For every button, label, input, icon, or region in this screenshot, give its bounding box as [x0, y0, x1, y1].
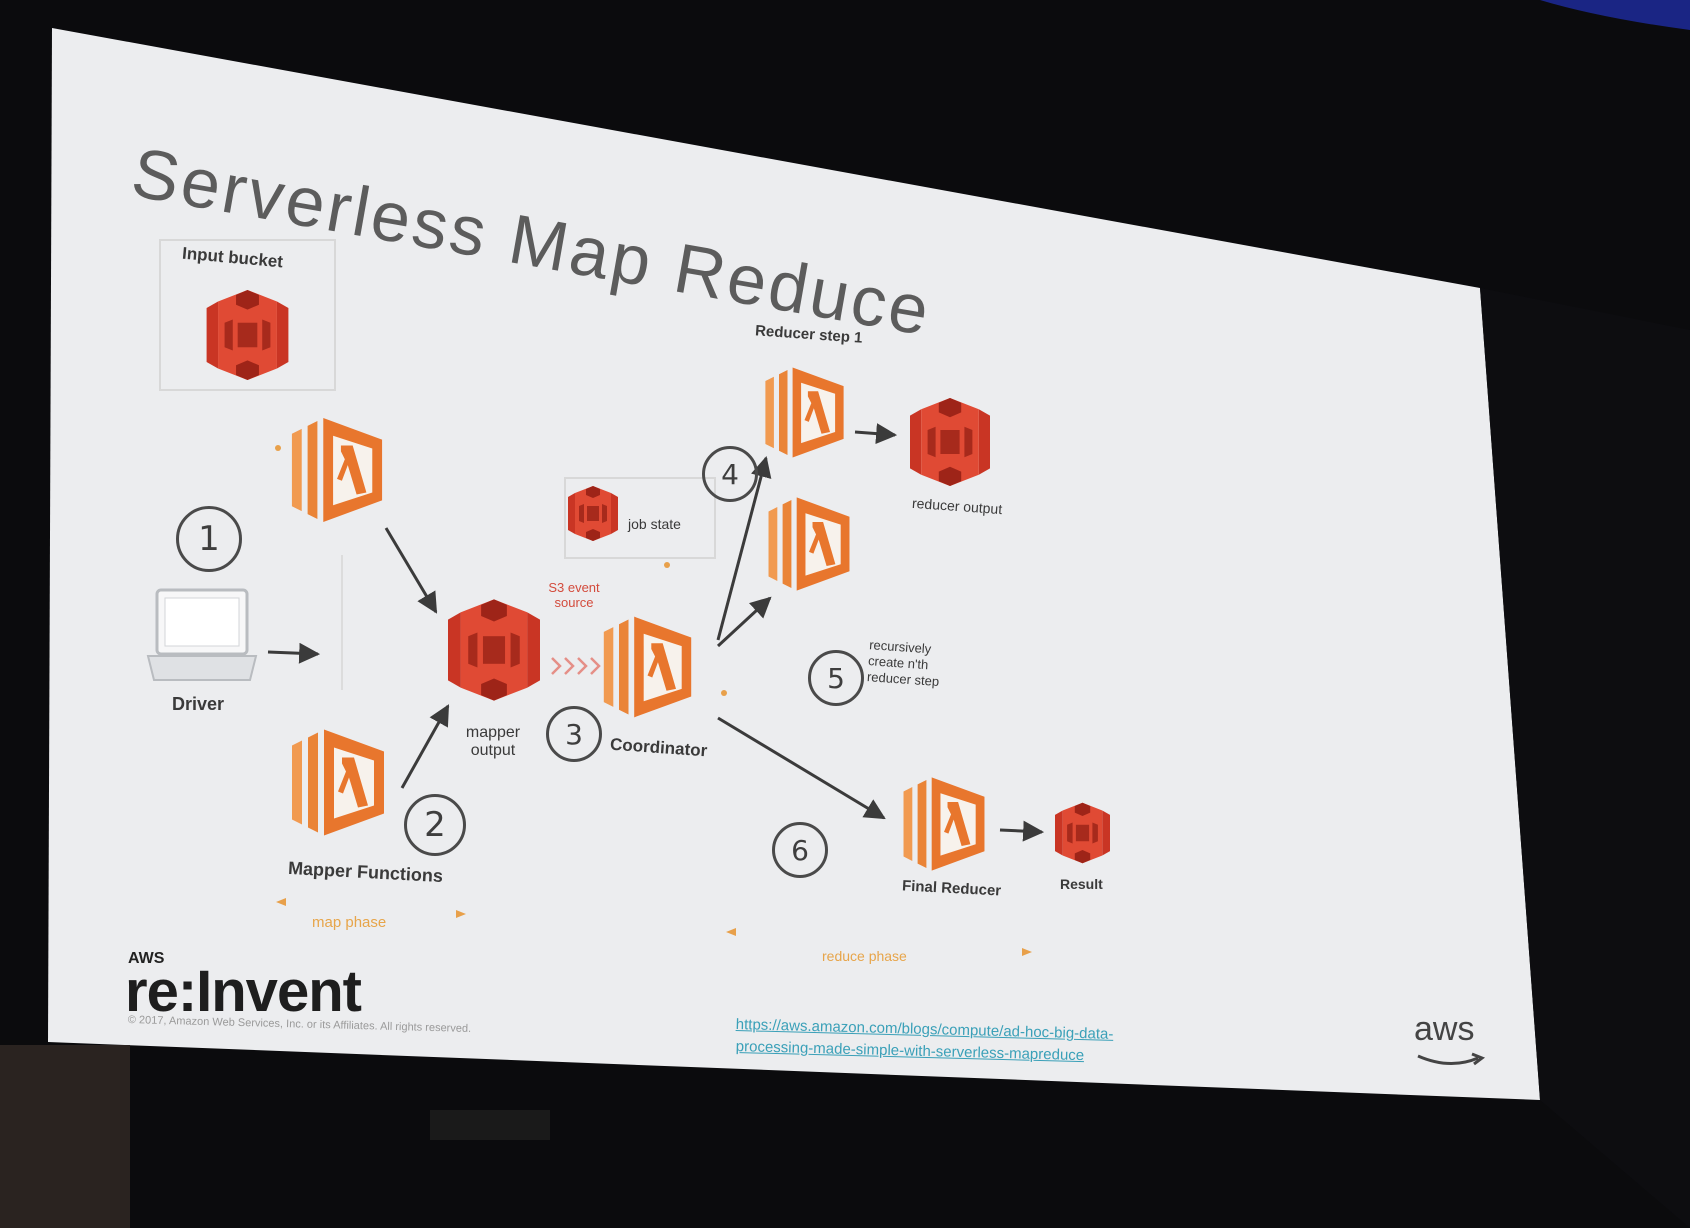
job-state-label: job state: [628, 516, 681, 532]
s3-bucket-icon: [568, 486, 618, 541]
aws-small-label: AWS: [128, 950, 165, 967]
aws-logo: aws: [1414, 1010, 1475, 1048]
laptop-icon: [146, 588, 258, 681]
step-1-circle: 1: [176, 506, 242, 572]
step-3-circle: 3: [546, 706, 602, 762]
step-2-circle: 2: [404, 794, 466, 856]
step-4-circle: 4: [702, 446, 758, 502]
input-bucket-panel: [159, 239, 336, 391]
s3-bucket-icon: [448, 599, 540, 701]
result-label: Result: [1060, 876, 1103, 892]
driver-label: Driver: [172, 694, 225, 714]
recursive-note: recursively create n'th reducer step: [866, 637, 940, 690]
s3-event-source-label: S3 event source: [548, 580, 600, 610]
reinvent-logo: re:Invent: [125, 959, 362, 1024]
phase-markers: [275, 445, 1032, 956]
event-chevrons: [551, 657, 601, 675]
arrows: [267, 423, 1045, 842]
reduce-phase-label: reduce phase: [822, 948, 907, 964]
step-5-circle: 5: [808, 650, 864, 706]
job-state-panel: [564, 477, 716, 559]
mapper-output-label: mapper output: [465, 724, 521, 759]
s3-bucket-icon: [206, 290, 289, 380]
aws-smile-icon: [1417, 1052, 1486, 1066]
map-phase-label: map phase: [312, 914, 387, 931]
s3-bucket-icon: [1055, 802, 1110, 864]
s3-bucket-icon: [910, 398, 990, 486]
step-6-circle: 6: [772, 822, 828, 878]
